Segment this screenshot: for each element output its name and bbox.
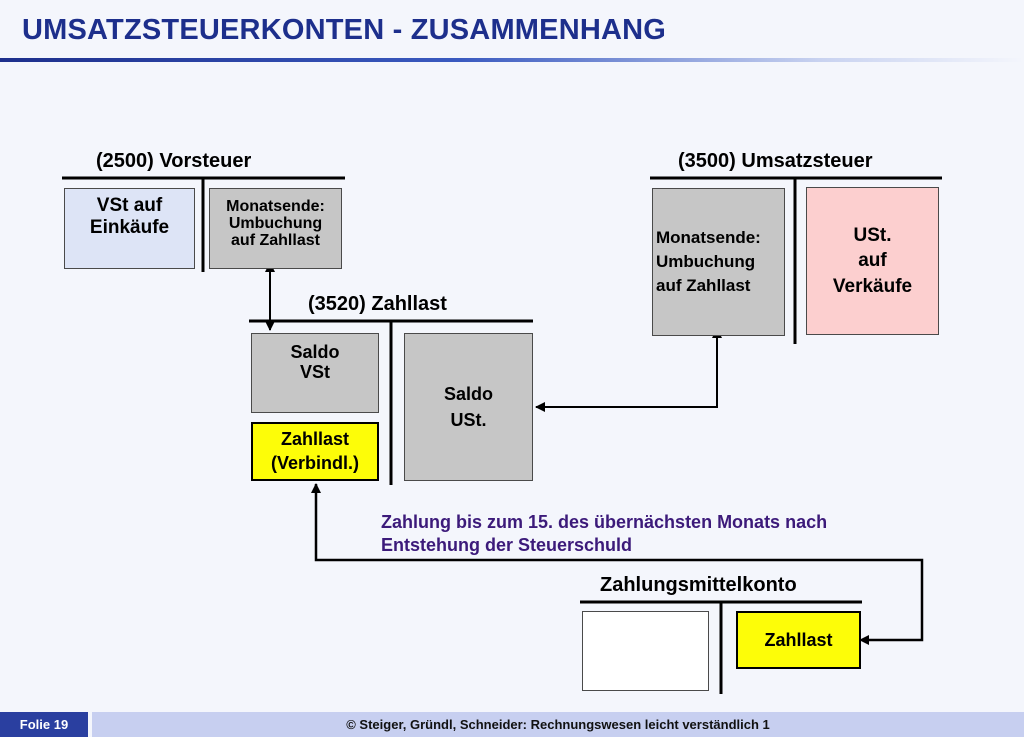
payment-note: Zahlung bis zum 15. des übernächsten Mon… — [381, 511, 827, 558]
vorsteuer-account-title: (2500) Vorsteuer — [96, 150, 252, 172]
zahlungsmittel-credit-box: Zahllast — [736, 611, 861, 669]
slide-number: Folie 19 — [0, 712, 88, 737]
zahllast-saldo-ust-line2: USt. — [450, 410, 487, 430]
footer-copyright: © Steiger, Gründl, Schneider: Rechnungsw… — [92, 712, 1024, 737]
umsatzsteuer-credit-line2: auf — [858, 250, 887, 272]
umsatzsteuer-credit-line1: USt. — [853, 224, 892, 246]
zahllast-saldo-ust-line1: Saldo — [443, 383, 493, 404]
zahlungsmittel-credit-label: Zahllast — [764, 629, 833, 650]
umsatzsteuer-debit-box: Monatsende: Umbuchung auf Zahllast — [652, 188, 785, 336]
page-title: UMSATZSTEUERKONTEN - ZUSAMMENHANG — [22, 14, 667, 46]
vorsteuer-credit-line1: Monatsende: — [226, 198, 325, 215]
vorsteuer-credit-line2: Umbuchung — [228, 214, 323, 232]
zahllast-saldo-ust-box: Saldo USt. — [404, 333, 533, 481]
umsatzsteuer-debit-line2: Umbuchung — [656, 252, 756, 272]
arrow-zahlung — [311, 483, 924, 645]
vorsteuer-credit-box: Monatsende: Umbuchung auf Zahllast — [209, 188, 342, 269]
vorsteuer-debit-box: VSt auf Einkäufe — [64, 188, 195, 269]
zahllast-account-title: (3520) Zahllast — [308, 293, 447, 315]
zahllast-saldo-vst-box: Saldo VSt — [251, 333, 379, 413]
umsatzsteuer-credit-line3: Verkäufe — [832, 275, 913, 297]
payment-note-line1: Zahlung bis zum 15. des übernächsten Mon… — [381, 512, 828, 532]
vorsteuer-debit-line1: VSt auf — [96, 195, 163, 216]
zahlungsmittel-account-title: Zahlungsmittelkonto — [600, 574, 797, 596]
zahllast-verbindlichkeit-box: Zahllast (Verbindl.) — [251, 422, 379, 481]
zahllast-verbindlichkeit-line1: Zahllast — [280, 429, 349, 450]
umsatzsteuer-debit-line3: auf Zahllast — [656, 275, 751, 295]
umsatzsteuer-credit-box: USt. auf Verkäufe — [806, 187, 939, 335]
umsatzsteuer-debit-line1: Monatsende: — [656, 228, 761, 248]
zahllast-saldo-vst-line1: Saldo — [290, 342, 340, 362]
arrow-umsatzsteuer-zahllast — [535, 328, 722, 412]
umsatzsteuer-account-title: (3500) Umsatzsteuer — [678, 150, 873, 172]
zahlungsmittel-debit-box — [582, 611, 709, 691]
title-underline — [0, 58, 1024, 62]
vorsteuer-debit-line2: Einkäufe — [89, 216, 170, 238]
payment-note-line2: Entstehung der Steuerschuld — [381, 535, 633, 556]
zahllast-verbindlichkeit-line2: (Verbindl.) — [270, 452, 359, 473]
vorsteuer-credit-line3: auf Zahllast — [231, 231, 320, 249]
zahllast-saldo-vst-line2: VSt — [299, 361, 330, 382]
